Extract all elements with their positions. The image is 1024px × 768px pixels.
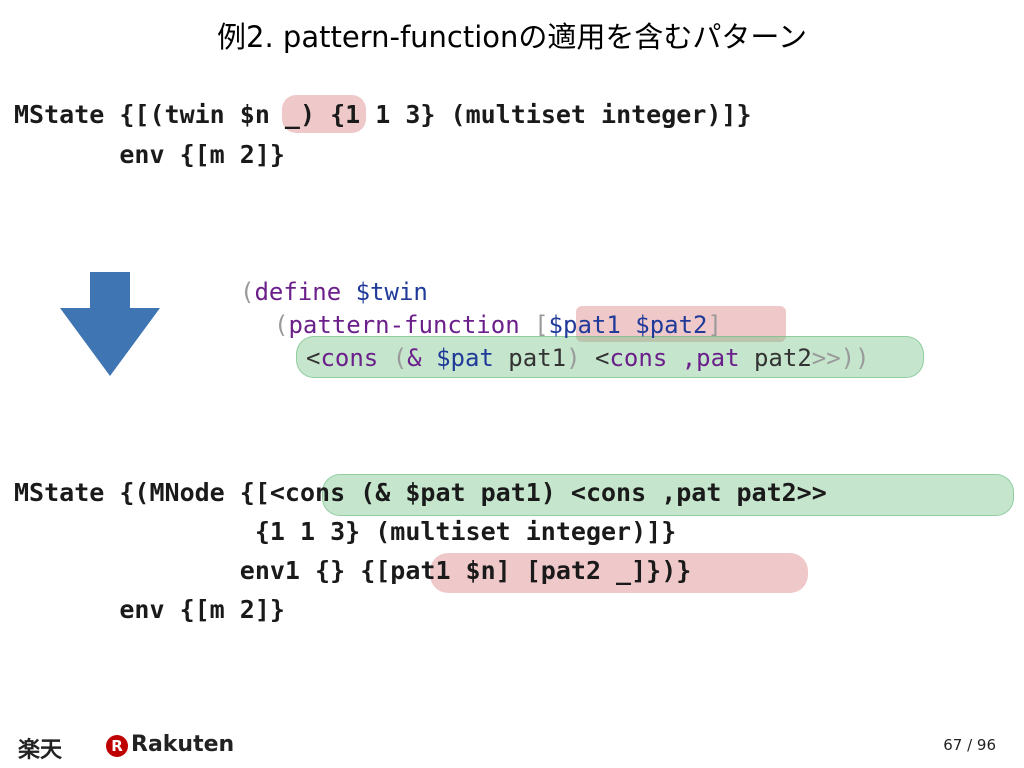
logo-r-badge: R	[106, 735, 128, 757]
keyword-define: define	[254, 278, 342, 306]
space	[581, 344, 595, 372]
bottom-code-line-3: env1 {} {[pat1 $n] [pat2 _]})}	[14, 556, 692, 585]
var-pat: $pat	[436, 344, 494, 372]
top-code-text: MState {[(twin	[14, 100, 240, 129]
top-code-line-2: env {[m 2]}	[14, 140, 285, 169]
highlight-twin-args	[282, 95, 366, 133]
keyword-cons: cons	[609, 344, 668, 372]
paren: (	[392, 344, 408, 372]
bracket-open: [	[534, 311, 549, 339]
pattern-args: $pat1 $pat2	[548, 311, 708, 339]
angle: <	[306, 344, 321, 372]
bottom-code-text: env1 {}	[14, 556, 361, 585]
top-code-highlighted: $n _	[239, 100, 300, 129]
highlight-pattern-body	[296, 336, 924, 378]
bottom-code-line-1: MState {(MNode {[<cons (& $pat pat1) <co…	[14, 478, 827, 507]
highlight-bottom-pattern	[322, 474, 1014, 516]
arrow-down-icon	[60, 272, 160, 376]
bottom-code-text: MState {(MNode {[	[14, 478, 270, 507]
space	[520, 311, 534, 339]
keyword-pattern-function: pattern-function	[288, 311, 520, 339]
bottom-code-line-4: env {[m 2]}	[14, 595, 285, 624]
paren: )	[566, 344, 581, 372]
paren: (	[240, 278, 255, 306]
logo-r-letter: R	[111, 737, 123, 755]
keyword-cons: cons	[320, 344, 379, 372]
space	[378, 344, 392, 372]
top-code-line-1: MState {[(twin $n _) {1 1 3} (multiset i…	[14, 100, 752, 129]
pat1: pat1	[493, 344, 567, 372]
slide-title: 例2. pattern-functionの適用を含むパターン	[217, 20, 807, 54]
bottom-code-highlighted: <cons (& $pat pat1) <cons ,pat pat2>>	[269, 478, 827, 507]
define-code-line-3: <cons (& $pat pat1) <cons ,pat pat2>>))	[306, 344, 870, 372]
highlight-bottom-bindings	[430, 553, 808, 593]
define-code-line-1: (define $twin	[240, 278, 428, 306]
comma-pat: ,pat	[667, 344, 740, 372]
logo-latin: Rakuten	[131, 732, 235, 757]
var-twin: $twin	[341, 278, 428, 306]
logo-kanji: 楽天	[18, 738, 63, 763]
paren: (	[274, 311, 289, 339]
bottom-code-line-2: {1 1 3} (multiset integer)]}	[14, 517, 677, 546]
bracket-close: ]	[707, 311, 722, 339]
paren-close: ))	[840, 344, 870, 372]
page-number: 67 / 96	[943, 736, 996, 754]
angle: <	[595, 344, 610, 372]
pat2: pat2	[739, 344, 812, 372]
angle-close: >>	[811, 344, 841, 372]
bottom-code-highlighted: {[pat1 $n] [pat2 _]}	[360, 556, 662, 585]
define-code-line-2: (pattern-function [$pat1 $pat2]	[274, 311, 722, 339]
top-code-text-rest: ) {1 1 3} (multiset integer)]}	[300, 100, 752, 129]
bottom-code-text-rest: )}	[661, 556, 692, 585]
amp: &	[407, 344, 437, 372]
